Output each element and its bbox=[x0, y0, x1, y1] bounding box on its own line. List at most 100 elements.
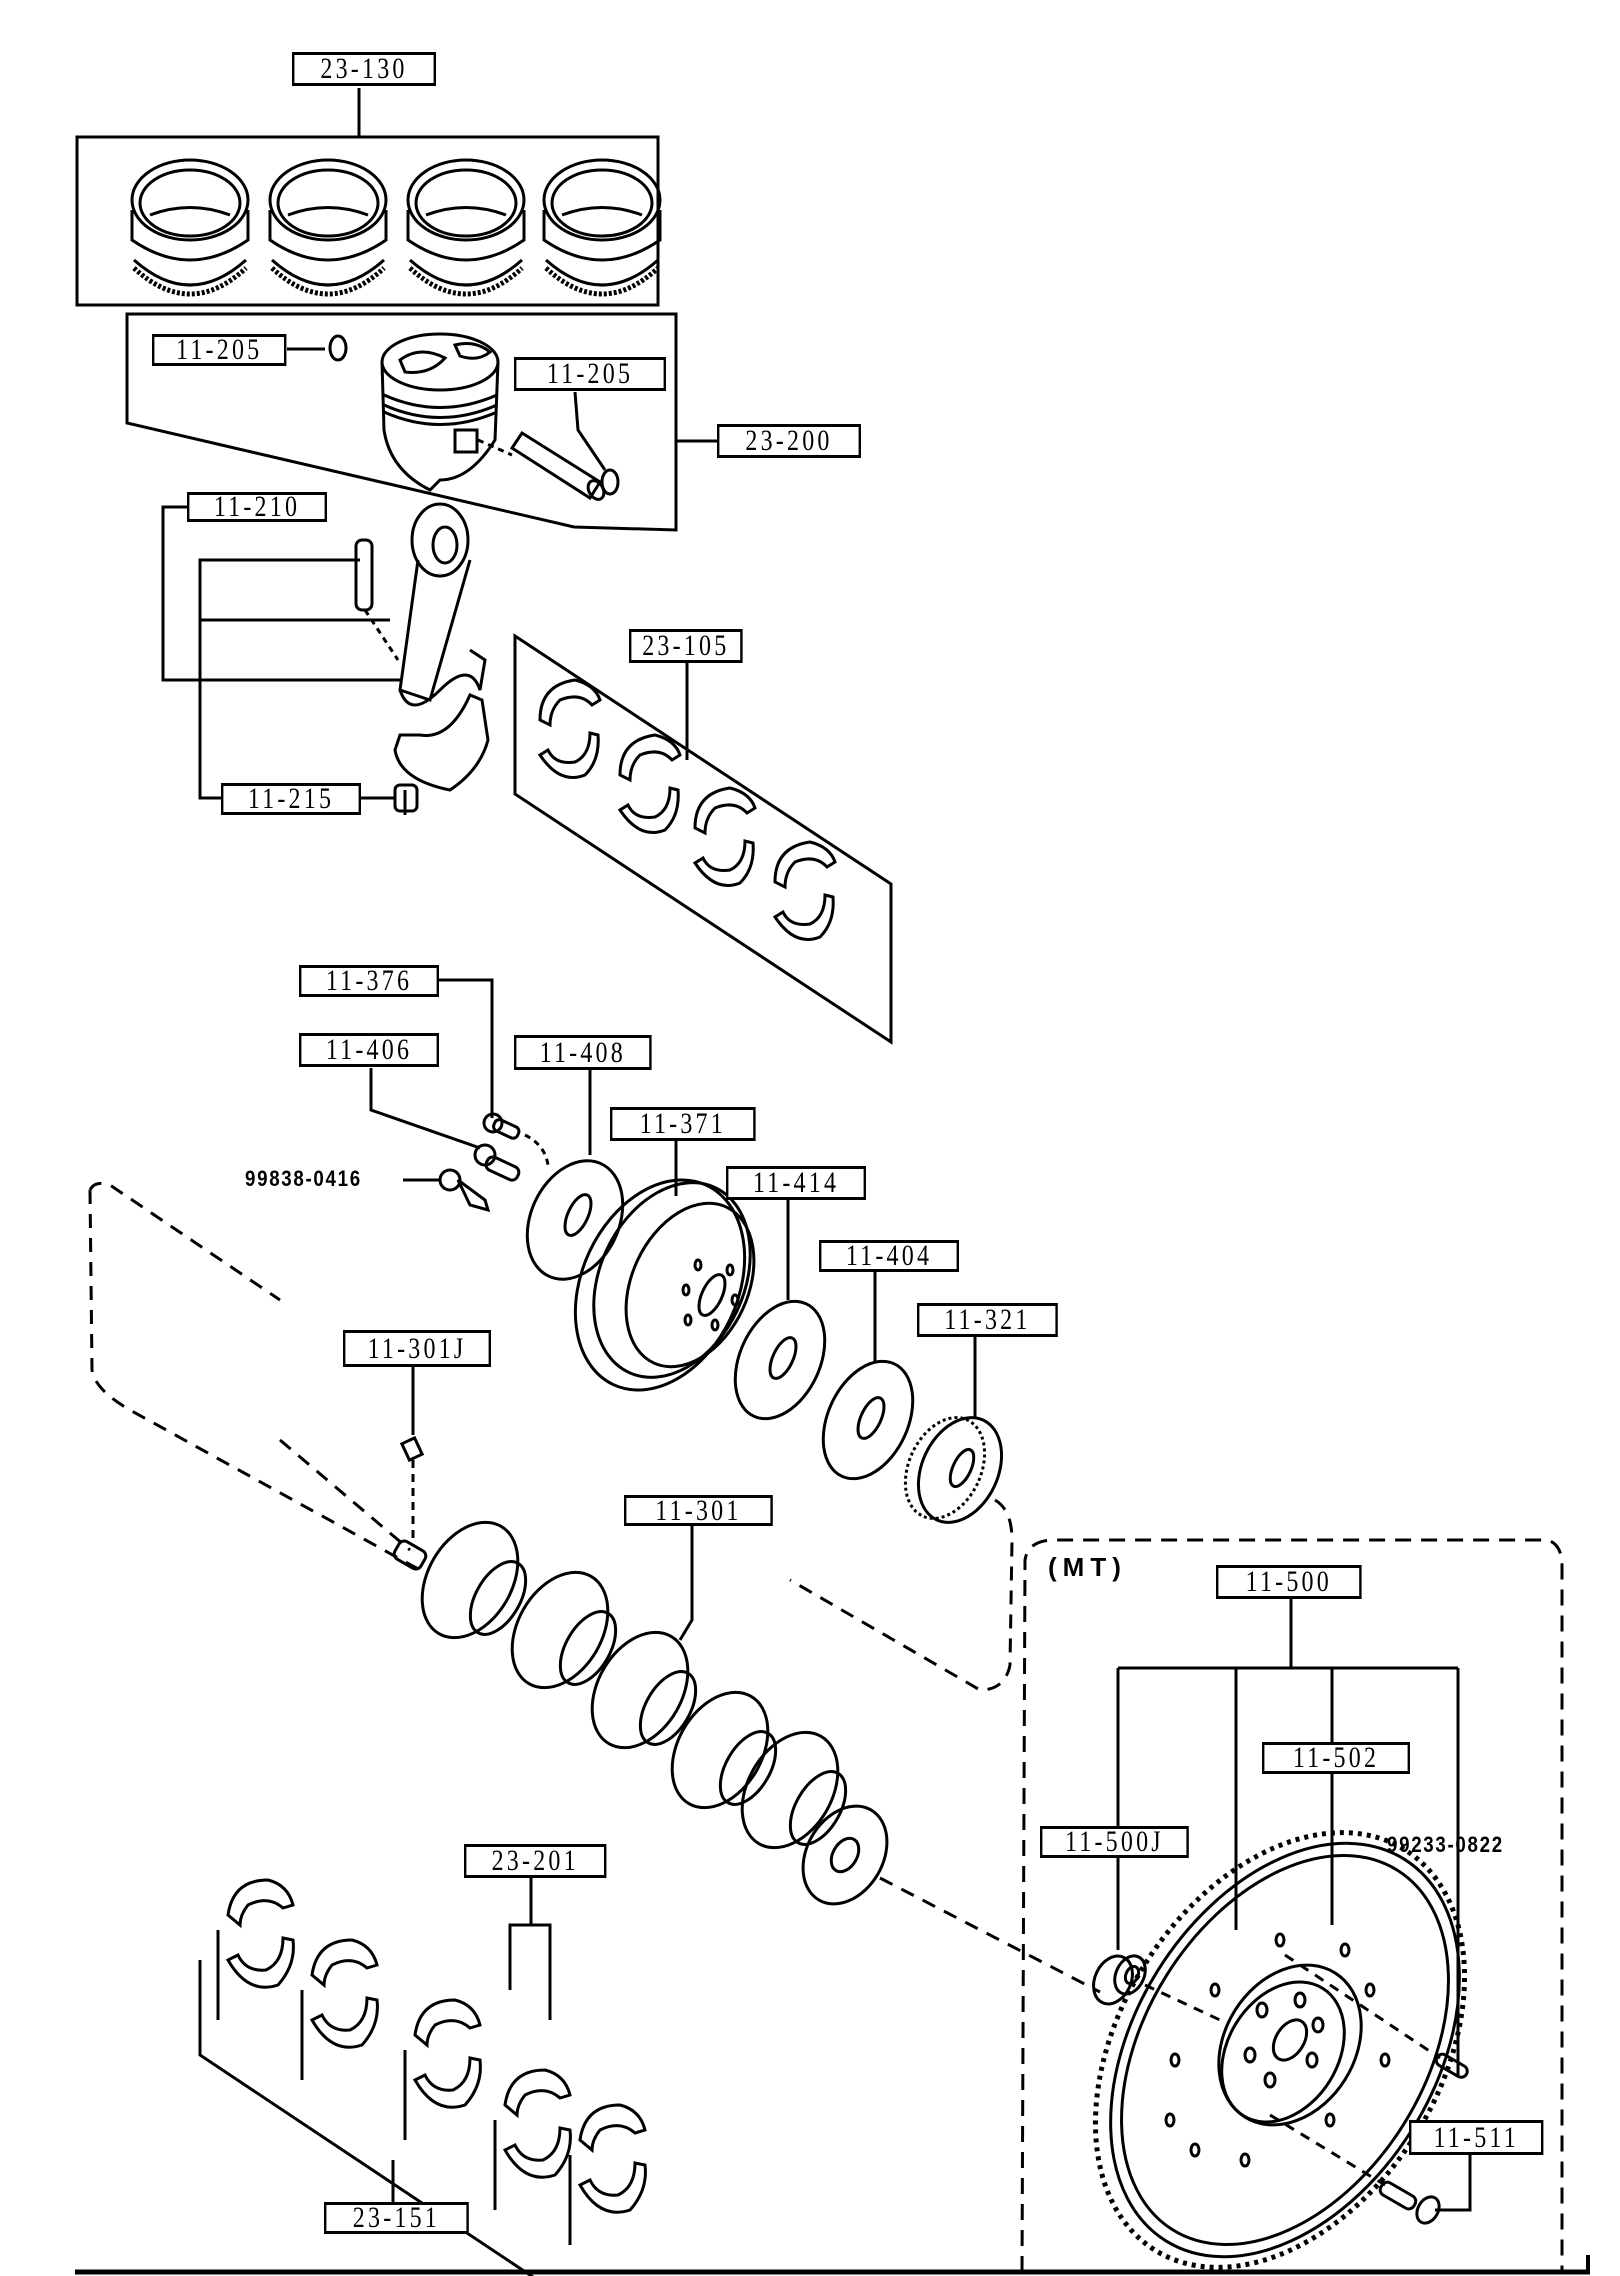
crank-key bbox=[402, 1438, 422, 1460]
callout-pulley-lock-bolt[interactable]: 11-406 bbox=[299, 1033, 439, 1067]
rod-bearing-set-group bbox=[515, 636, 891, 1042]
flywheel-outer-hole bbox=[1241, 2154, 1249, 2166]
mt-flywheel-group bbox=[1019, 1540, 1562, 2276]
pulley-screw bbox=[440, 1170, 488, 1210]
flywheel-outer-hole bbox=[1341, 1944, 1349, 1956]
crank-journal bbox=[709, 1722, 787, 1813]
crank-journal bbox=[459, 1552, 537, 1643]
rod-bolt bbox=[356, 540, 372, 610]
piston-ring-set-group bbox=[77, 88, 660, 305]
callout-rod-bearing-set[interactable]: 23-105 bbox=[629, 629, 743, 663]
piston-assembly-frame bbox=[127, 314, 676, 530]
crankshaft-group bbox=[280, 1440, 1100, 1992]
callout-snap-ring-left[interactable]: 11-205 bbox=[152, 334, 287, 366]
leader-line bbox=[437, 980, 492, 1118]
crankshaft bbox=[392, 1505, 904, 1919]
leader-line bbox=[510, 1878, 550, 2020]
callout-flywheel-assembly[interactable]: 11-500 bbox=[1216, 1565, 1362, 1599]
piston-pin bbox=[512, 433, 607, 502]
crank-journal bbox=[779, 1762, 857, 1853]
pulley-group bbox=[371, 980, 1018, 1536]
bolt-hole bbox=[727, 1265, 733, 1275]
leader-line bbox=[200, 560, 360, 620]
callout-pulley-plate[interactable]: 11-408 bbox=[514, 1035, 652, 1070]
piston-assembly-group bbox=[127, 314, 717, 530]
crank-web bbox=[573, 1615, 708, 1764]
dowel-pin bbox=[1434, 2052, 1469, 2079]
bolt-hole bbox=[712, 1320, 718, 1330]
piston-ring-stack bbox=[270, 160, 386, 294]
snap-ring-left bbox=[330, 336, 346, 360]
flywheel-bolt-hole bbox=[1257, 2003, 1267, 2017]
callout-connecting-rod[interactable]: 11-210 bbox=[187, 492, 327, 522]
callout-pulley-screw[interactable]: 99838-0416 bbox=[245, 1166, 362, 1191]
flywheel-outer-hole bbox=[1211, 1984, 1219, 1996]
piston-ring-stack bbox=[544, 160, 660, 294]
callout-crank-key[interactable]: 11-301J bbox=[343, 1330, 491, 1367]
leader-line bbox=[371, 1068, 480, 1148]
rod-bearing-pair bbox=[775, 842, 835, 940]
main-bearing-pair bbox=[570, 2105, 645, 2245]
crank-web bbox=[723, 1715, 858, 1864]
callout-snap-ring-right[interactable]: 11-205 bbox=[514, 357, 666, 391]
callout-pulley-plate-2[interactable]: 11-404 bbox=[819, 1240, 959, 1272]
callout-dowel-pin[interactable]: 99233-0822 bbox=[1387, 1832, 1504, 1857]
rod-bearing-pair bbox=[695, 788, 755, 886]
callout-timing-pulley[interactable]: 11-321 bbox=[917, 1303, 1058, 1337]
bolt-hole bbox=[732, 1295, 738, 1305]
main-bearing-pair bbox=[218, 1880, 293, 2020]
callout-crankshaft[interactable]: 11-301 bbox=[624, 1495, 773, 1526]
callout-piston-ring-set[interactable]: 23-130 bbox=[292, 52, 436, 86]
rod-bearing-pair bbox=[540, 680, 600, 778]
callout-pulley-washer[interactable]: 11-414 bbox=[726, 1166, 866, 1200]
flywheel-outer-hole bbox=[1166, 2114, 1174, 2126]
dashed-outline bbox=[90, 1190, 420, 1570]
crank-flange bbox=[786, 1791, 904, 1919]
bolt-hole bbox=[683, 1285, 689, 1295]
main-bearing-pair bbox=[405, 2000, 480, 2140]
connecting-rod bbox=[395, 504, 488, 790]
flywheel-outer-hole bbox=[1366, 1984, 1374, 1996]
pulley-plate bbox=[509, 1145, 641, 1295]
callout-crank-pulley[interactable]: 11-371 bbox=[610, 1107, 756, 1141]
crank-nose bbox=[392, 1539, 428, 1571]
ring-set-frame bbox=[77, 137, 658, 305]
rod-cap bbox=[395, 695, 488, 790]
flywheel-bolt-hole bbox=[1295, 1993, 1305, 2007]
crank-pulley bbox=[543, 1152, 781, 1417]
crank-key-group bbox=[402, 1367, 422, 1545]
callout-pilot-bearing[interactable]: 11-500J bbox=[1040, 1826, 1189, 1858]
flywheel-bolt-hole bbox=[1313, 2018, 1323, 2032]
rod-nut bbox=[395, 785, 417, 811]
flywheel-outer-hole bbox=[1381, 2054, 1389, 2066]
pulley-washer bbox=[718, 1287, 843, 1433]
leader-line bbox=[680, 1525, 692, 1640]
callout-thrust-bearing[interactable]: 23-201 bbox=[464, 1844, 607, 1878]
callout-ring-gear[interactable]: 11-502 bbox=[1262, 1742, 1410, 1774]
callout-main-bearing-set[interactable]: 23-151 bbox=[324, 2202, 469, 2234]
flywheel-outer-hole bbox=[1191, 2144, 1199, 2156]
snap-ring-right bbox=[602, 470, 618, 494]
bolt-hole bbox=[685, 1315, 691, 1325]
flywheel-outer-hole bbox=[1276, 1934, 1284, 1946]
flywheel-outer-hole bbox=[1326, 2114, 1334, 2126]
pulley-bolt-2 bbox=[475, 1145, 521, 1182]
callout-piston-assembly[interactable]: 23-200 bbox=[717, 424, 861, 458]
crank-web bbox=[653, 1675, 788, 1824]
timing-pulley bbox=[890, 1404, 1018, 1536]
flywheel-bolt-hole bbox=[1245, 2048, 1255, 2062]
callout-connecting-rod-nut[interactable]: 11-215 bbox=[221, 783, 361, 815]
piston-ring-stack bbox=[408, 160, 524, 294]
leader-line bbox=[163, 507, 400, 680]
callout-pulley-bolt[interactable]: 11-376 bbox=[299, 965, 439, 997]
bolt-hole bbox=[695, 1260, 701, 1270]
bearing-panel bbox=[515, 636, 891, 1042]
crank-web bbox=[493, 1555, 628, 1704]
callout-flywheel-bolt[interactable]: 11-511 bbox=[1409, 2120, 1544, 2155]
pulley-plate-2 bbox=[806, 1347, 931, 1493]
leader-line bbox=[575, 392, 605, 470]
piston bbox=[382, 334, 498, 490]
connecting-rod-group bbox=[163, 504, 488, 815]
